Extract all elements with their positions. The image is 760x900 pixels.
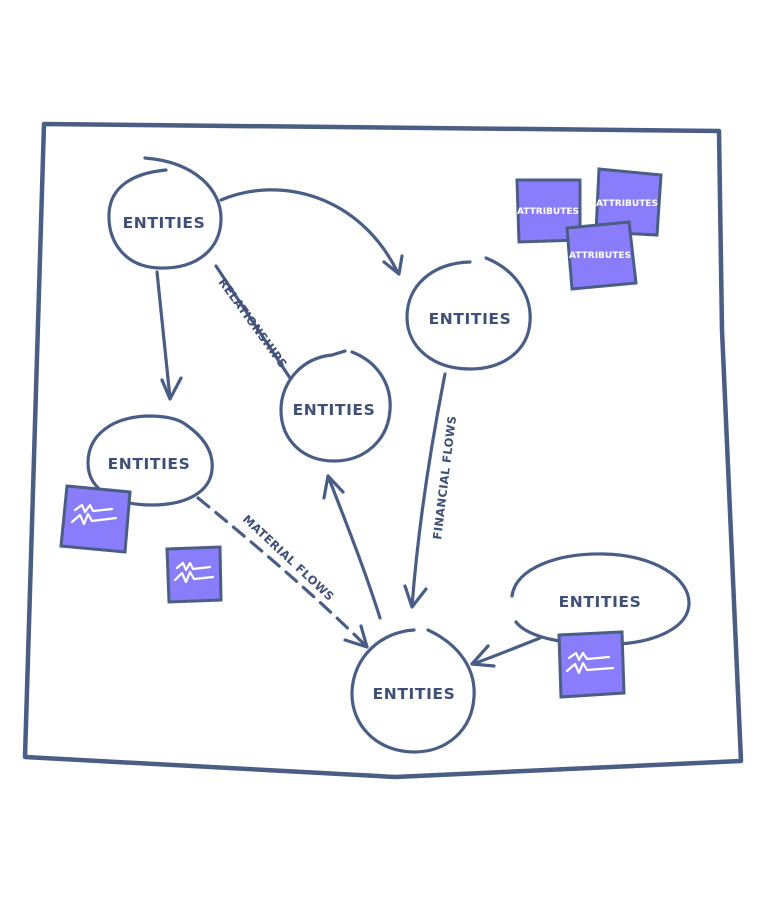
entity-node-middle-right[interactable]: ENTITIES <box>405 256 532 371</box>
edge-top-to-middle-right <box>219 188 404 276</box>
entity-node-top-left[interactable]: ENTITIES <box>107 156 223 270</box>
arrow-head <box>160 376 183 401</box>
edge-line <box>196 496 368 648</box>
arrow-head <box>343 624 369 649</box>
edge-line <box>214 264 292 380</box>
attribute-note-3[interactable]: ATTRIBUTES <box>565 220 638 291</box>
edge-label-relationships: RELATIONSHIPS <box>216 276 291 371</box>
node-label: ENTITIES <box>373 685 456 703</box>
node-label: ENTITIES <box>559 593 642 611</box>
note-shape <box>565 220 638 291</box>
scribble-note-3[interactable] <box>557 630 626 699</box>
note-shape <box>594 167 663 237</box>
scribble-note-2[interactable] <box>165 545 223 604</box>
note-shape <box>165 545 223 604</box>
edge-line <box>219 188 400 275</box>
frame-border <box>22 121 744 780</box>
arrow-head <box>322 474 345 500</box>
edge-relationships: RELATIONSHIPS <box>214 264 292 380</box>
node-label: ENTITIES <box>123 214 206 232</box>
note-shape <box>59 484 132 554</box>
entity-node-bottom-center[interactable]: ENTITIES <box>350 628 476 754</box>
attribute-note-2[interactable]: ATTRIBUTES <box>594 167 663 237</box>
edge-line <box>471 636 542 666</box>
entity-node-center[interactable]: ENTITIES <box>279 349 392 463</box>
scribble-note-1[interactable] <box>59 484 132 554</box>
edge-bottom-to-center <box>322 474 382 620</box>
scribble-icon <box>173 561 215 584</box>
note-label: ATTRIBUTES <box>569 251 631 261</box>
node-outline <box>350 628 476 754</box>
entity-node-bottom-right[interactable]: ENTITIES <box>510 552 691 646</box>
edge-line <box>326 474 382 620</box>
edge-financial-flows: FINANCIAL FLOWS <box>403 372 459 609</box>
scribble-icon <box>565 651 615 675</box>
edge-top-to-left <box>155 270 183 401</box>
edge-line <box>410 372 447 608</box>
node-outline <box>107 156 223 270</box>
node-outline <box>405 256 532 371</box>
note-label: ATTRIBUTES <box>517 207 579 217</box>
edge-label-material-flows: MATERIAL FLOWS <box>240 512 337 604</box>
note-shape <box>557 630 626 699</box>
scribble-icon <box>70 503 118 526</box>
edge-line <box>155 270 172 400</box>
edge-material-flows: MATERIAL FLOWS <box>196 496 369 649</box>
arrow-head <box>382 254 404 276</box>
node-outline <box>279 349 392 463</box>
node-label: ENTITIES <box>429 310 512 328</box>
node-label: ENTITIES <box>108 455 191 473</box>
edge-bottom-right-to-bottom-center <box>470 636 542 668</box>
note-label: ATTRIBUTES <box>596 199 658 209</box>
node-label: ENTITIES <box>293 401 376 419</box>
arrow-head <box>403 584 428 609</box>
arrow-head <box>470 644 496 668</box>
